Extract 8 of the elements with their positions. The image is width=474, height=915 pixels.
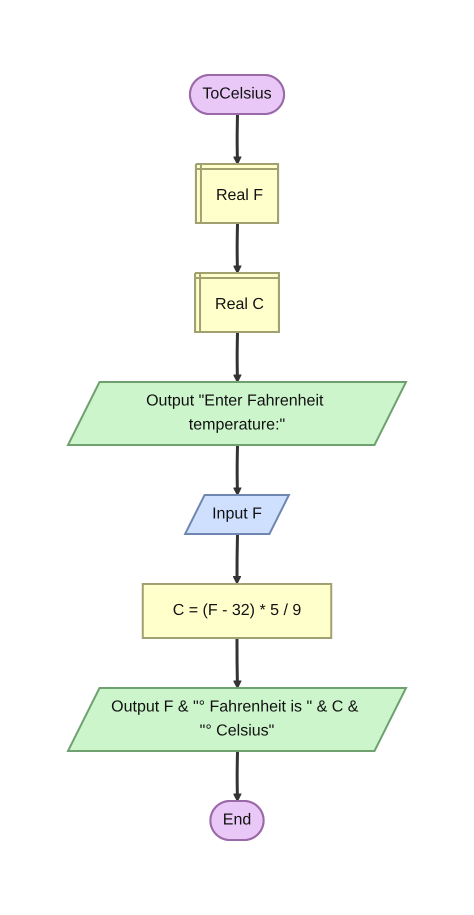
arrow [232,114,242,165]
arrow [232,534,242,584]
node-box: C = (F - 32) * 5 / 9 [142,583,332,639]
arrow [232,638,242,689]
arrow [232,332,242,383]
arrow [232,751,242,802]
arrow [232,223,242,274]
arrow [232,445,242,496]
